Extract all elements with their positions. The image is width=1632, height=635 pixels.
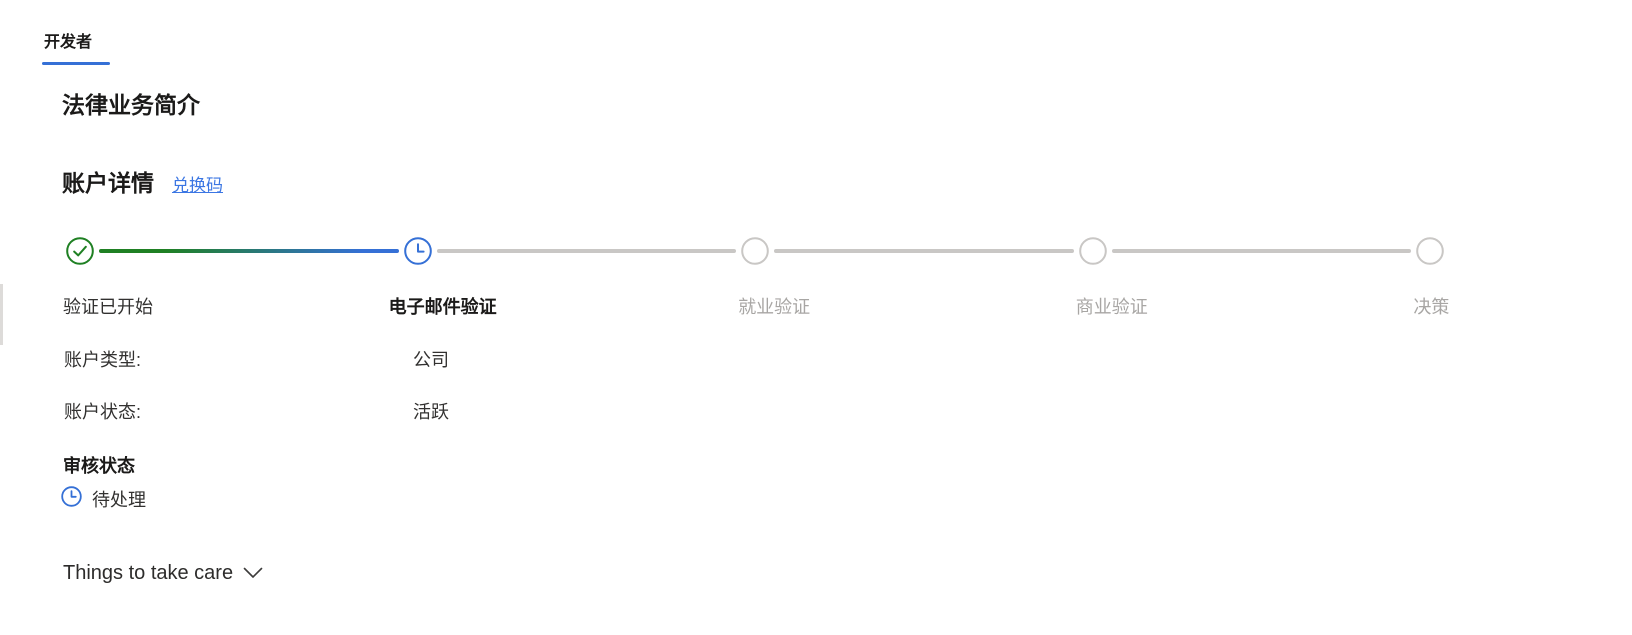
- chevron-down-icon: [243, 562, 263, 585]
- account-details-title: 账户详情: [62, 170, 154, 196]
- stepper-connector: [99, 249, 399, 253]
- step-label: 验证已开始: [63, 297, 153, 317]
- detail-label: 账户类型:: [64, 350, 142, 370]
- empty-circle-icon: [1416, 237, 1445, 265]
- step-label: 电子邮件验证: [388, 297, 497, 317]
- stepper-connector: [436, 249, 737, 253]
- detail-label: 账户状态:: [64, 402, 142, 422]
- account-details-list: 账户类型: 公司账户状态: 活跃: [64, 346, 764, 450]
- page-title: 法律业务简介: [62, 92, 200, 118]
- review-status-value: 待处理: [92, 490, 146, 510]
- stepper-connector: [774, 249, 1074, 253]
- review-status-title: 审核状态: [63, 456, 135, 476]
- detail-row: 账户状态: 活跃: [64, 398, 764, 422]
- redemption-code-link[interactable]: 兑换码: [172, 176, 223, 195]
- detail-value: 公司: [413, 350, 449, 370]
- stepper-connector: [1111, 249, 1412, 253]
- step-label: 就业验证: [738, 297, 811, 317]
- tab-active-underline: [42, 62, 110, 65]
- empty-circle-icon: [741, 237, 769, 265]
- account-details-header: 账户详情 兑换码: [62, 164, 223, 198]
- detail-value: 活跃: [413, 402, 449, 422]
- detail-row: 账户类型: 公司: [64, 346, 764, 370]
- tab-developer[interactable]: 开发者: [44, 34, 93, 51]
- clock-icon: [403, 237, 432, 265]
- expander-label: Things to take care: [63, 562, 234, 584]
- step-label: 商业验证: [1075, 297, 1148, 317]
- check-circle-icon: [66, 237, 94, 265]
- things-to-take-care-expander[interactable]: Things to take care: [63, 562, 263, 585]
- verification-stepper: 验证已开始 电子邮件验证 就业验证 商业验证 决策: [0, 237, 1632, 327]
- review-status-row: 待处理: [61, 486, 146, 512]
- step-label: 决策: [1413, 297, 1450, 317]
- left-edge-scrollbar[interactable]: [0, 284, 3, 345]
- empty-circle-icon: [1078, 237, 1107, 265]
- clock-icon: [61, 486, 82, 512]
